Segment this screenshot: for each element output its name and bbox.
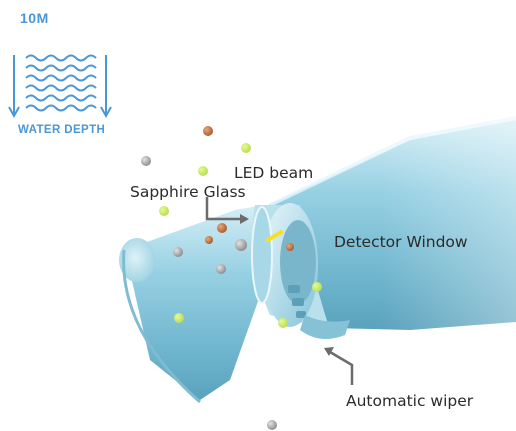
particle-green xyxy=(198,166,208,176)
particle-orange xyxy=(217,223,227,233)
particle-grey xyxy=(141,156,151,166)
particle-grey xyxy=(173,247,183,257)
detector-window-label: Detector Window xyxy=(334,233,468,251)
sapphire-glass-cylinder xyxy=(119,206,262,404)
sapphire-glass-label: Sapphire Glass xyxy=(130,183,246,201)
particle-green xyxy=(312,282,322,292)
particle-orange xyxy=(286,243,294,251)
particle-grey xyxy=(216,264,226,274)
led-beam-label: LED beam xyxy=(234,164,314,182)
water-depth-icon xyxy=(8,54,112,119)
led-beam xyxy=(266,230,283,242)
particle-green xyxy=(278,318,288,328)
sapphire-glass-leader xyxy=(205,197,243,221)
particle-grey xyxy=(235,239,247,251)
particle-orange xyxy=(205,236,213,244)
water-depth-caption: WATER DEPTH xyxy=(18,124,106,136)
automatic-wiper xyxy=(300,315,350,339)
particle-green xyxy=(241,143,251,153)
particle-green xyxy=(159,206,169,216)
wiper-leader xyxy=(329,350,354,385)
water-depth-value: 10M xyxy=(20,10,49,26)
particle-grey xyxy=(267,420,277,430)
leader-lines xyxy=(205,197,354,385)
automatic-wiper-label: Automatic wiper xyxy=(346,392,474,410)
particle-orange xyxy=(203,126,213,136)
particle-green xyxy=(174,313,184,323)
particles xyxy=(141,126,322,430)
